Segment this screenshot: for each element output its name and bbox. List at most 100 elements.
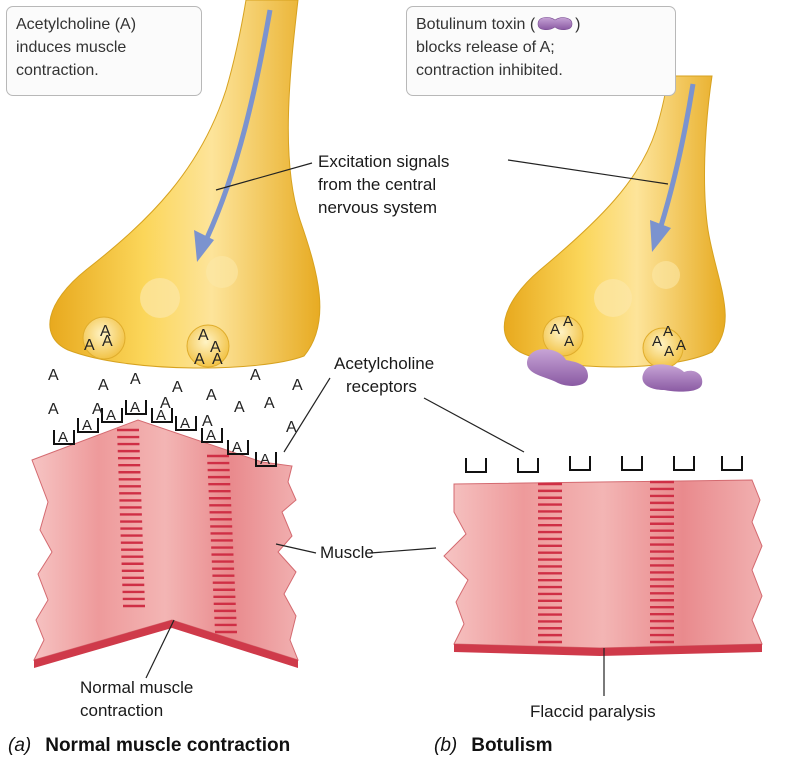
acetylcholine-molecule: A [264, 395, 275, 412]
callout-b-line2: blocks release of A; [416, 39, 555, 56]
acetylcholine-receptor [465, 458, 487, 473]
acetylcholine-molecule: A [652, 333, 662, 350]
acetylcholine-receptor [569, 456, 591, 471]
acetylcholine-receptor [125, 400, 147, 415]
acetylcholine-molecule: A [202, 413, 213, 430]
caption-b-letter: (b) [434, 735, 458, 756]
bound-acetylcholine: A [260, 451, 270, 468]
caption-panel-b: (b) Botulism [434, 734, 553, 758]
signal-arrow-b [650, 83, 696, 252]
caption-b-text: Botulism [471, 735, 553, 756]
acetylcholine-molecule: A [206, 387, 217, 404]
bound-acetylcholine: A [206, 427, 216, 444]
callout-a-line1: Acetylcholine (A) [16, 16, 137, 33]
bound-acetylcholine: A [130, 399, 140, 416]
acetylcholine-molecule: A [563, 313, 573, 330]
caption-a-letter: (a) [8, 735, 32, 756]
acetylcholine-receptor [53, 430, 75, 445]
bound-acetylcholine: A [106, 407, 116, 424]
callout-b-line1-pre: Botulinum toxin ( [416, 16, 536, 33]
neuron-terminal-b [503, 75, 726, 368]
acetylcholine-receptor [621, 456, 643, 471]
callout-b-line1-post: ) [575, 16, 581, 33]
excitation-line1: Excitation signals [318, 152, 450, 171]
acetylcholine-molecule: A [84, 337, 95, 354]
acetylcholine-molecule: A [198, 327, 209, 344]
acetylcholine-receptor [517, 458, 539, 473]
acetylcholine-molecule: A [48, 401, 59, 418]
bound-acetylcholine: A [232, 439, 242, 456]
acetylcholine-molecule: A [172, 379, 183, 396]
acetylcholine-molecule: A [92, 401, 103, 418]
acetylcholine-receptor [151, 408, 173, 423]
bound-acetylcholine: A [180, 415, 190, 432]
bound-acetylcholine: A [82, 417, 92, 434]
acetylcholine-receptor [101, 408, 123, 423]
acetylcholine-molecule: A [48, 367, 59, 384]
normal-contraction-line2: contraction [80, 701, 164, 720]
acetylcholine-receptor [175, 416, 197, 431]
acetylcholine-molecule: A [663, 323, 673, 340]
callout-panel-a: Acetylcholine (A) induces muscle contrac… [6, 6, 202, 96]
acetylcholine-molecule: A [98, 377, 109, 394]
muscle-b-band-right [650, 480, 674, 644]
acetylcholine-molecule: A [212, 351, 223, 368]
callout-panel-b: Botulinum toxin () blocks release of A; … [406, 6, 676, 96]
excitation-line2: from the central [318, 175, 437, 194]
acetylcholine-molecule: A [250, 367, 261, 384]
receptors-line2: receptors [346, 377, 417, 396]
acetylcholine-molecule: A [664, 343, 674, 360]
excitation-line3: nervous system [318, 198, 438, 217]
acetylcholine-molecule: A [102, 333, 113, 350]
acetylcholine-receptor [227, 440, 249, 455]
toxin-molecule-b-right [642, 364, 703, 392]
flaccid-paralysis-label: Flaccid paralysis [530, 702, 656, 721]
signal-arrow-a [194, 9, 273, 262]
muscle-b-band-left [538, 482, 562, 644]
acetylcholine-receptor [721, 456, 743, 471]
muscle-a-band-right [207, 454, 237, 634]
muscle-a-band-left [117, 428, 145, 608]
acetylcholine-molecule: A [286, 419, 297, 436]
muscle-a [31, 419, 299, 668]
acetylcholine-molecule: A [234, 399, 245, 416]
leader-lines [145, 159, 669, 696]
callout-b-line3: contraction inhibited. [416, 62, 563, 79]
receptors-label: Acetylcholine receptors [334, 352, 434, 398]
acetylcholine-molecule: A [210, 339, 221, 356]
acetylcholine-receptor [255, 452, 277, 467]
bound-acetylcholine: A [156, 407, 166, 424]
acetylcholine-receptor [77, 418, 99, 433]
acetylcholine-receptor [673, 456, 695, 471]
muscle-label: Muscle [320, 543, 374, 562]
normal-contraction-line1: Normal muscle [80, 678, 194, 697]
excitation-signals-label: Excitation signals from the central nerv… [318, 150, 449, 219]
toxin-molecule-b-left [526, 349, 588, 386]
callout-a-line3: contraction. [16, 62, 99, 79]
acetylcholine-molecule: A [292, 377, 303, 394]
acetylcholine-receptor [201, 428, 223, 443]
toxin-legend-icon [537, 17, 573, 30]
muscle-b [443, 479, 763, 656]
acetylcholine-molecule: A [100, 323, 111, 340]
normal-contraction-label: Normal muscle contraction [80, 676, 193, 722]
vesicle-a-right [186, 324, 230, 368]
receptors-line1: Acetylcholine [334, 354, 435, 373]
bound-acetylcholine: A [58, 429, 68, 446]
acetylcholine-molecule: A [564, 333, 574, 350]
caption-panel-a: (a) Normal muscle contraction [8, 734, 290, 758]
caption-a-text: Normal muscle contraction [45, 735, 291, 756]
acetylcholine-molecule: A [194, 351, 205, 368]
acetylcholine-molecule: A [676, 337, 686, 354]
callout-b-line1: Botulinum toxin () [416, 13, 666, 36]
acetylcholine-molecule: A [130, 371, 141, 388]
acetylcholine-molecule: A [160, 395, 171, 412]
callout-a-line2: induces muscle [16, 39, 127, 56]
vesicle-a-left [82, 316, 126, 360]
receptors-b [465, 456, 743, 473]
acetylcholine-molecule: A [550, 321, 560, 338]
